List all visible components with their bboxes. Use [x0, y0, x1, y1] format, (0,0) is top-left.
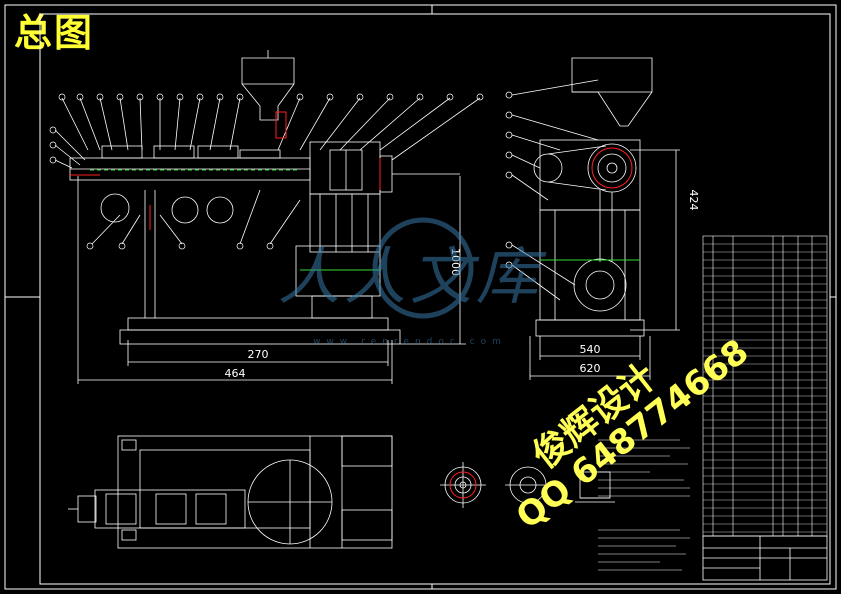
technical-notes — [598, 439, 690, 571]
dimension-width-inner: 540 — [580, 343, 601, 356]
dimension-height-mid: 1000 — [449, 248, 462, 276]
dimension-length-inner: 270 — [248, 348, 269, 361]
side-view — [505, 57, 680, 380]
logo-watermark: 人人文库 www.renrendoc.com — [278, 217, 547, 347]
title-block — [702, 535, 828, 581]
parts-table — [702, 235, 828, 537]
detail-views-color — [449, 471, 477, 499]
logo-url: www.renrendoc.com — [313, 337, 507, 347]
detail-views — [440, 462, 615, 508]
parts-table-rows — [703, 243, 827, 533]
dimension-height-side: 424 — [687, 190, 700, 211]
top-view — [68, 435, 393, 549]
drawing-frame — [4, 4, 837, 590]
front-view-extruder — [54, 50, 481, 384]
logo-text: 人人文库 — [278, 240, 547, 313]
front-view-details — [70, 111, 381, 271]
drawing-title: 总图 — [14, 11, 95, 55]
logo-ring-icon — [372, 217, 474, 319]
side-view-details — [540, 147, 640, 261]
dimension-length-outer: 464 — [225, 367, 246, 380]
leader-balloons — [49, 93, 484, 250]
dimension-width-outer: 620 — [580, 362, 601, 375]
